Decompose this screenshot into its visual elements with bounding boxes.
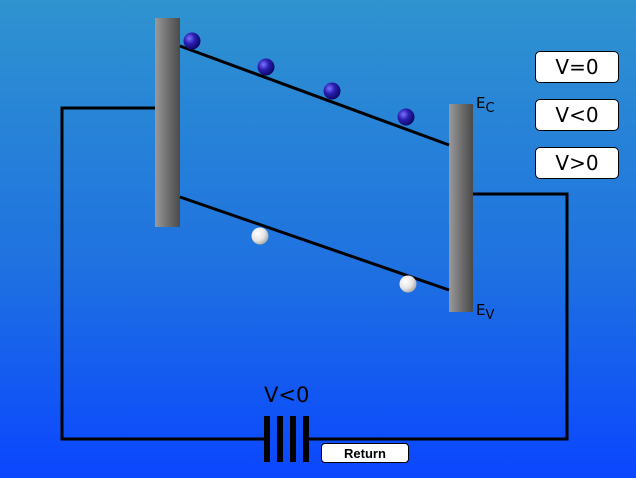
ec-label-main: E bbox=[476, 94, 486, 112]
valence-band-label: EV bbox=[476, 301, 494, 323]
electron bbox=[257, 58, 275, 76]
v-positive-button[interactable]: V>0 bbox=[535, 147, 619, 179]
bias-label: V<0 bbox=[264, 383, 310, 407]
v-negative-button[interactable]: V<0 bbox=[535, 99, 619, 131]
left-electrode bbox=[155, 18, 180, 227]
ev-label-main: E bbox=[476, 301, 486, 319]
conduction-band-label: EC bbox=[476, 94, 495, 116]
electron bbox=[183, 32, 201, 50]
valence-band-line bbox=[179, 195, 450, 292]
v-zero-button[interactable]: V=0 bbox=[535, 51, 619, 83]
hole bbox=[399, 275, 417, 293]
battery-icon bbox=[264, 416, 309, 462]
circuit-wire-right bbox=[307, 192, 569, 441]
circuit-wire bbox=[60, 106, 267, 441]
ev-label-sub: V bbox=[485, 308, 495, 323]
hole bbox=[251, 227, 269, 245]
ec-label-sub: C bbox=[485, 101, 495, 116]
conduction-band-line bbox=[179, 44, 450, 147]
right-electrode bbox=[449, 104, 473, 312]
return-button[interactable]: Return bbox=[321, 443, 409, 463]
electron bbox=[397, 108, 415, 126]
electron bbox=[323, 82, 341, 100]
